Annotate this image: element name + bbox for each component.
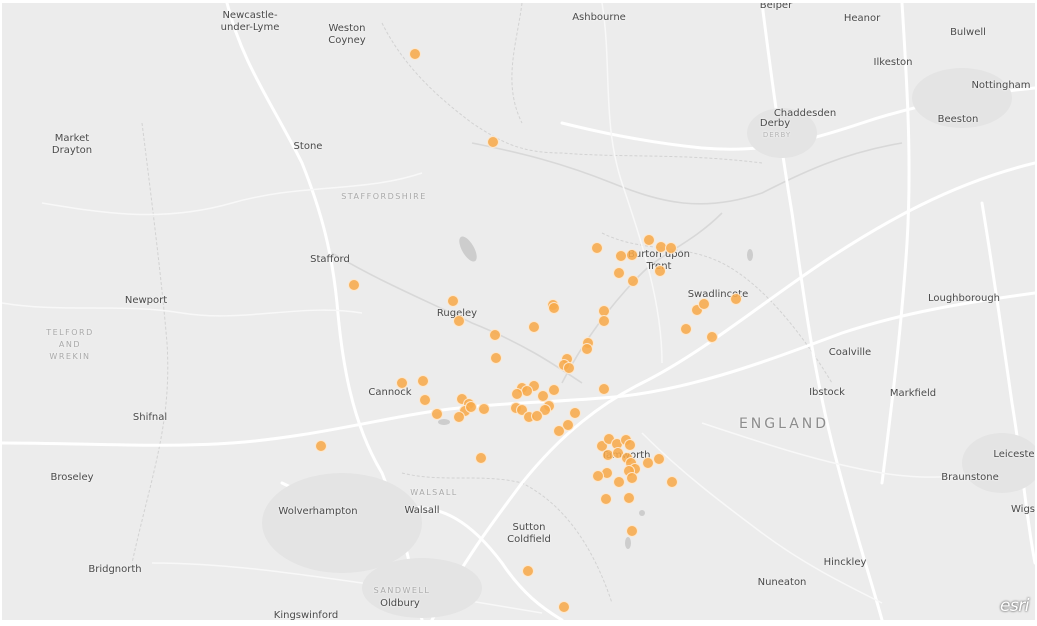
place-label-hinckley: Hinckley — [823, 557, 867, 568]
location-marker[interactable] — [553, 425, 565, 437]
region-label-staffordshire: STAFFORDSHIRE — [341, 192, 427, 201]
place-label-walsall: Walsall — [404, 505, 440, 516]
country-label-england: ENGLAND — [738, 416, 830, 432]
location-marker[interactable] — [487, 136, 499, 148]
location-marker[interactable] — [600, 493, 612, 505]
region-label-telford: TELFORD AND WREKIN — [46, 328, 94, 361]
location-marker[interactable] — [653, 453, 665, 465]
location-marker[interactable] — [598, 315, 610, 327]
place-label-ashbourne: Ashbourne — [572, 12, 626, 23]
place-label-loughborough: Loughborough — [927, 293, 1001, 304]
location-marker[interactable] — [730, 293, 742, 305]
place-label-ilkeston: Ilkeston — [873, 57, 913, 68]
location-marker[interactable] — [511, 388, 523, 400]
location-marker[interactable] — [489, 329, 501, 341]
location-marker[interactable] — [623, 492, 635, 504]
place-label-stafford: Stafford — [310, 254, 350, 265]
location-marker[interactable] — [613, 267, 625, 279]
esri-logo: esri — [999, 596, 1030, 616]
place-label-belper: Belper — [759, 3, 793, 11]
place-label-oldbury: Oldbury — [380, 598, 420, 609]
location-marker[interactable] — [490, 352, 502, 364]
place-label-bridgnorth: Bridgnorth — [88, 564, 142, 575]
region-label-sandwell: SANDWELL — [373, 586, 431, 595]
location-marker[interactable] — [642, 457, 654, 469]
location-marker[interactable] — [613, 476, 625, 488]
location-marker[interactable] — [453, 411, 465, 423]
place-label-wolverhampton: Wolverhampton — [278, 506, 358, 517]
place-label-heanor: Heanor — [843, 13, 881, 24]
place-label-rugeley: Rugeley — [436, 308, 478, 319]
location-marker[interactable] — [563, 362, 575, 374]
location-marker[interactable] — [447, 295, 459, 307]
place-label-newport: Newport — [124, 295, 168, 306]
location-marker[interactable] — [465, 401, 477, 413]
place-label-beeston: Beeston — [937, 114, 979, 125]
place-label-stone: Stone — [293, 141, 323, 152]
place-label-nottingham: Nottingham — [971, 80, 1031, 91]
location-marker[interactable] — [315, 440, 327, 452]
location-marker[interactable] — [643, 234, 655, 246]
location-marker[interactable] — [417, 375, 429, 387]
location-marker[interactable] — [626, 249, 638, 261]
place-label-wigston: Wigs — [1010, 504, 1035, 515]
location-marker[interactable] — [548, 384, 560, 396]
location-marker[interactable] — [558, 601, 570, 613]
region-label-derby: DERBY — [762, 131, 792, 139]
location-marker[interactable] — [654, 265, 666, 277]
location-marker[interactable] — [562, 419, 574, 431]
location-marker[interactable] — [396, 377, 408, 389]
place-label-derby: Derby — [759, 118, 791, 129]
place-label-weston-coyney: Weston Coyney — [328, 23, 366, 46]
place-label-cannock: Cannock — [368, 387, 412, 398]
place-label-braunstone: Braunstone — [941, 472, 999, 483]
location-marker[interactable] — [680, 323, 692, 335]
location-marker[interactable] — [581, 343, 593, 355]
location-marker[interactable] — [627, 275, 639, 287]
place-label-newcastle: Newcastle- under-Lyme — [220, 10, 280, 33]
place-label-bulwell: Bulwell — [950, 27, 986, 38]
location-marker[interactable] — [665, 242, 677, 254]
map-view[interactable]: Newcastle- under-Lyme Weston Coyney Ashb… — [2, 3, 1035, 620]
place-label-swadlincote: Swadlincote — [687, 289, 749, 300]
location-marker[interactable] — [598, 383, 610, 395]
location-marker[interactable] — [626, 472, 638, 484]
place-label-sutton-coldfield: Sutton Coldfield — [507, 522, 551, 545]
region-label-walsall: WALSALL — [410, 488, 458, 497]
place-label-chaddesden: Chaddesden — [773, 108, 837, 119]
location-marker[interactable] — [478, 403, 490, 415]
location-marker[interactable] — [531, 410, 543, 422]
location-marker[interactable] — [548, 302, 560, 314]
location-marker[interactable] — [626, 525, 638, 537]
place-label-broseley: Broseley — [50, 472, 94, 483]
place-label-leicester: Leicester — [993, 449, 1035, 460]
location-marker[interactable] — [453, 315, 465, 327]
place-label-markfield: Markfield — [889, 388, 937, 399]
location-marker[interactable] — [592, 470, 604, 482]
place-label-ibstock: Ibstock — [809, 387, 845, 398]
location-marker[interactable] — [706, 331, 718, 343]
place-label-shifnal: Shifnal — [132, 412, 168, 423]
location-marker[interactable] — [569, 407, 581, 419]
location-marker[interactable] — [591, 242, 603, 254]
place-label-nuneaton: Nuneaton — [757, 577, 807, 588]
location-marker[interactable] — [528, 321, 540, 333]
location-marker[interactable] — [431, 408, 443, 420]
location-marker[interactable] — [624, 439, 636, 451]
location-marker[interactable] — [522, 565, 534, 577]
location-marker[interactable] — [409, 48, 421, 60]
location-marker[interactable] — [419, 394, 431, 406]
location-marker[interactable] — [698, 298, 710, 310]
place-label-market-drayton: Market Drayton — [51, 133, 93, 156]
location-marker[interactable] — [537, 390, 549, 402]
location-marker[interactable] — [666, 476, 678, 488]
place-label-kingswinford: Kingswinford — [273, 610, 339, 620]
place-label-coalville: Coalville — [828, 347, 872, 358]
location-marker[interactable] — [475, 452, 487, 464]
location-marker[interactable] — [348, 279, 360, 291]
